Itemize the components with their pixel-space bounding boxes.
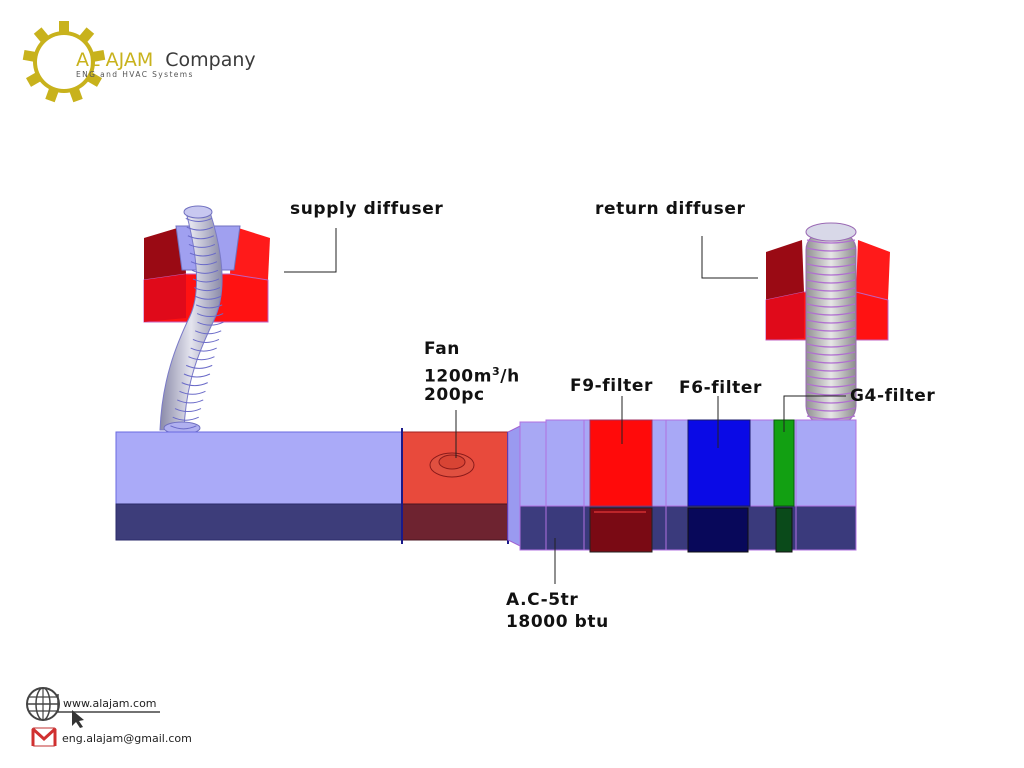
flex-duct-rib (806, 391, 856, 396)
ac-label-line1: A.C-5tr (506, 590, 579, 610)
flex-duct-rib (191, 269, 219, 274)
flex-duct-rib (806, 303, 856, 308)
ac-label-line2: 18000 btu (506, 612, 609, 632)
flex-duct-rib (806, 351, 856, 356)
supply-callout-line (284, 228, 337, 273)
flex-duct-rib (806, 399, 856, 404)
fan-label-line3: 200pc (424, 385, 485, 405)
flex-duct-rib (190, 261, 218, 266)
flex-duct-rib (185, 364, 213, 369)
flex-duct-rib (189, 252, 217, 257)
f6-filter (687, 419, 751, 553)
flex-duct-rib (192, 338, 220, 343)
logo-name-part2: Company (165, 49, 256, 71)
flex-duct-rib (806, 239, 856, 244)
flex-duct-rib (806, 359, 856, 364)
flex-duct-rib (806, 335, 856, 340)
website-box (57, 694, 160, 713)
flex-duct-rib (806, 311, 856, 316)
flex-duct-rib (806, 279, 856, 284)
gear-icon (22, 21, 106, 103)
flex-duct-rib (177, 399, 204, 404)
flex-duct-rib (194, 295, 222, 300)
flex-duct-rib (196, 313, 224, 318)
flex-duct-rib (185, 218, 212, 222)
f9-filter-label: F9-filter (570, 376, 653, 396)
flex-duct-rib (181, 382, 208, 387)
flex-duct-rib (806, 407, 856, 412)
f9-filter (589, 419, 653, 553)
globe-icon (26, 687, 60, 721)
return-diffuser-label: return diffuser (595, 199, 746, 219)
flex-duct-rib (187, 235, 215, 240)
flex-duct-rib (806, 287, 856, 292)
flex-duct-rib (806, 319, 856, 324)
company-logo: AL AJAM Company ENG and HVAC Systems (76, 49, 256, 79)
flex-duct-rib (195, 304, 223, 309)
f6-filter-label: F6-filter (679, 378, 762, 398)
logo-tagline: ENG and HVAC Systems (76, 70, 194, 79)
flex-duct-rib (806, 367, 856, 372)
g4-filter (773, 419, 795, 553)
flex-duct-rib (806, 263, 856, 268)
supply-diffuser-label: supply diffuser (290, 199, 444, 219)
callout-lines (284, 228, 846, 584)
flex-duct-rib (806, 247, 856, 252)
email-link[interactable]: eng.alajam@gmail.com (62, 732, 192, 745)
flex-duct-rib (174, 408, 202, 413)
return-flex-duct (805, 222, 857, 425)
supply-flex-duct (159, 205, 224, 435)
flex-duct-rib (806, 375, 856, 380)
flex-duct-rib (179, 390, 206, 395)
flex-duct-rib (188, 356, 215, 361)
fan-label-line2: 1200m3/h (424, 365, 520, 387)
flex-duct-rib (186, 226, 214, 231)
fan-section (401, 428, 509, 544)
fan-label-line1: Fan (424, 339, 460, 359)
flex-duct-rib (806, 383, 856, 388)
flex-duct-rib (170, 425, 197, 430)
flex-duct-rib (806, 327, 856, 332)
flex-duct-rib (806, 415, 856, 420)
flex-duct-rib (806, 255, 856, 260)
flex-duct-rib (190, 347, 217, 352)
return-callout-line (701, 236, 758, 279)
flex-duct-rib (806, 295, 856, 300)
flex-duct-rib (194, 330, 222, 335)
flex-duct-rib (172, 416, 199, 421)
g4-callout-line (783, 395, 846, 432)
supply-duct (115, 431, 403, 541)
flex-duct-rib (806, 343, 856, 348)
flex-duct-rib (197, 321, 224, 326)
g4-filter-label: G4-filter (850, 386, 936, 406)
flex-duct-rib (806, 271, 856, 276)
logo-name-part1: AL AJAM (76, 49, 154, 71)
flex-duct-rib (188, 243, 216, 248)
mail-icon (31, 727, 57, 747)
website-link[interactable]: www.alajam.com (63, 697, 157, 710)
flex-duct-rib (193, 287, 221, 292)
flex-duct-rib (183, 373, 211, 378)
cursor-arrow-icon (72, 710, 84, 728)
flex-duct-rib (192, 278, 220, 283)
